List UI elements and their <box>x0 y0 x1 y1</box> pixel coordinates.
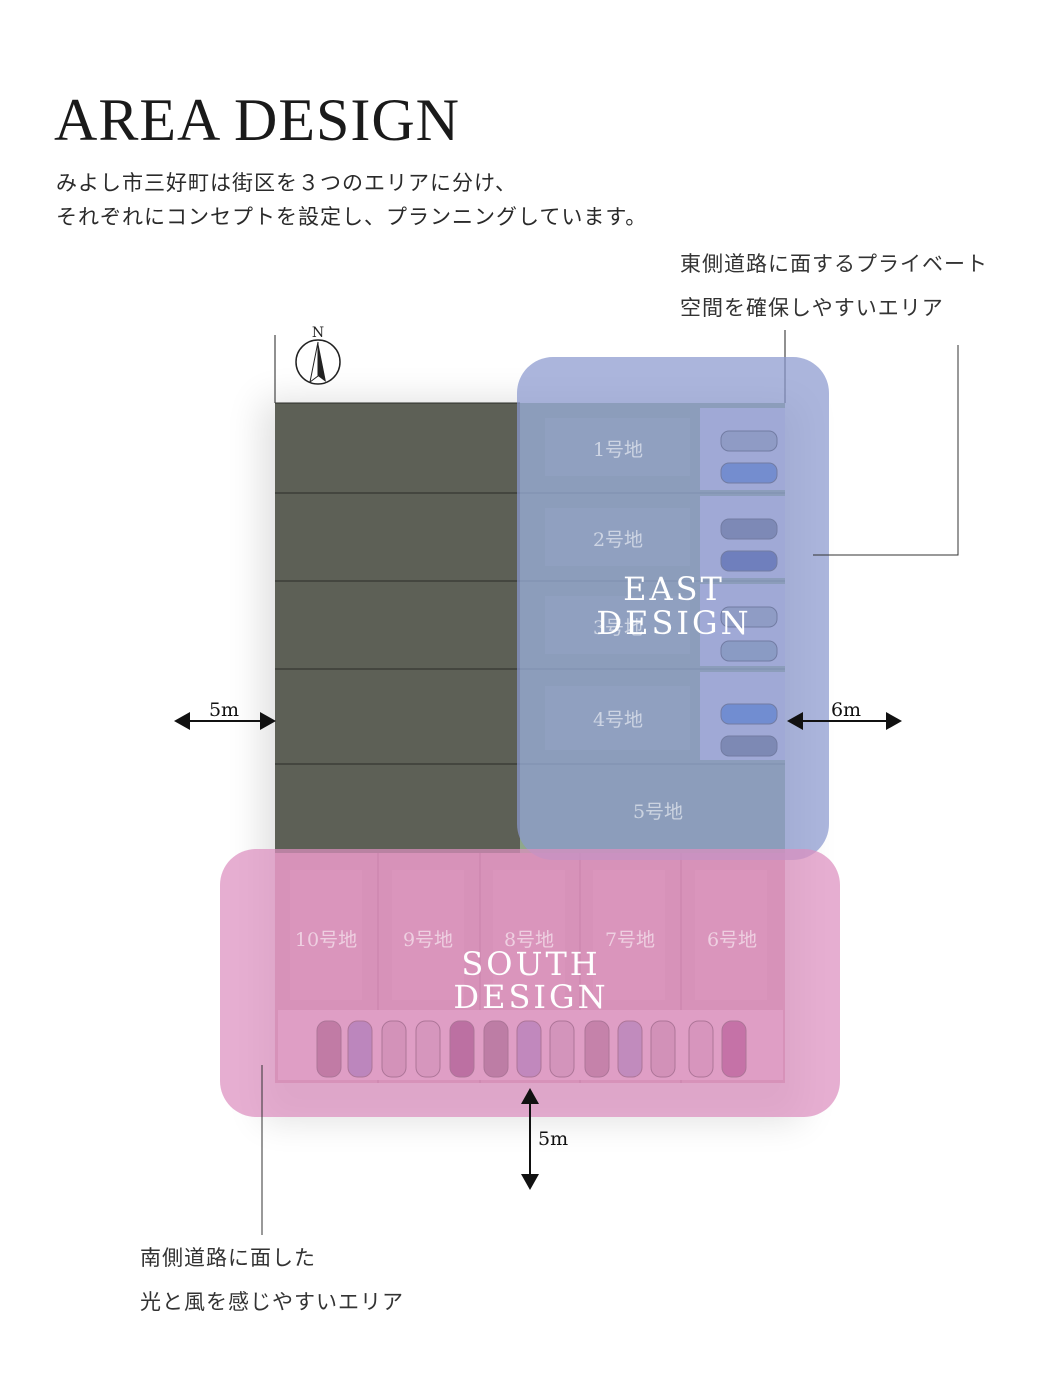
east-callout-line-1: 東側道路に面するプライベート <box>680 252 988 276</box>
lot-label-3: 3号地 <box>593 617 643 639</box>
east-road-width: 6m <box>831 699 861 721</box>
south-road-arrow-icon <box>521 1088 539 1190</box>
intro-line-2: それぞれにコンセプトを設定し、プランニングしています。 <box>56 205 648 229</box>
south-zone-label-2: DESIGN <box>453 978 608 1016</box>
lot-label-5: 5号地 <box>633 801 683 823</box>
south-zone-label-1: SOUTH <box>461 945 600 983</box>
page-title: AREA DESIGN <box>54 87 461 153</box>
lot-label-6: 6号地 <box>707 929 757 951</box>
lot-label-9: 9号地 <box>403 929 453 951</box>
lot-label-8: 8号地 <box>504 929 554 951</box>
north-arrow-icon <box>295 339 341 385</box>
east-road-arrow-icon <box>787 712 902 730</box>
south-callout-line-2: 光と風を感じやすいエリア <box>140 1290 404 1314</box>
dark-block <box>275 402 520 853</box>
east-zone-label-2: DESIGN <box>596 604 751 642</box>
lot-label-10: 10号地 <box>295 929 357 951</box>
south-design-zone <box>220 849 840 1117</box>
west-road-arrow-icon <box>174 712 276 730</box>
east-callout: 東側道路に面するプライベート 空間を確保しやすいエリア <box>680 242 988 330</box>
south-callout: 南側道路に面した 光と風を感じやすいエリア <box>140 1236 404 1324</box>
north-label: N <box>312 325 324 341</box>
south-callout-line-1: 南側道路に面した <box>140 1246 316 1270</box>
east-callout-line-2: 空間を確保しやすいエリア <box>680 296 944 320</box>
lot-label-1: 1号地 <box>593 439 643 461</box>
west-road-width: 5m <box>209 699 239 721</box>
south-road-width: 5m <box>538 1128 568 1150</box>
lot-label-7: 7号地 <box>605 929 655 951</box>
intro-text: みよし市三好町は街区を３つのエリアに分け、 それぞれにコンセプトを設定し、プラン… <box>56 166 647 234</box>
east-callout-leader <box>813 345 959 556</box>
intro-line-1: みよし市三好町は街区を３つのエリアに分け、 <box>56 171 517 195</box>
east-design-zone <box>517 357 829 860</box>
lot-label-4: 4号地 <box>593 709 643 731</box>
lot-label-2: 2号地 <box>593 529 643 551</box>
east-zone-label-1: EAST <box>623 570 725 608</box>
